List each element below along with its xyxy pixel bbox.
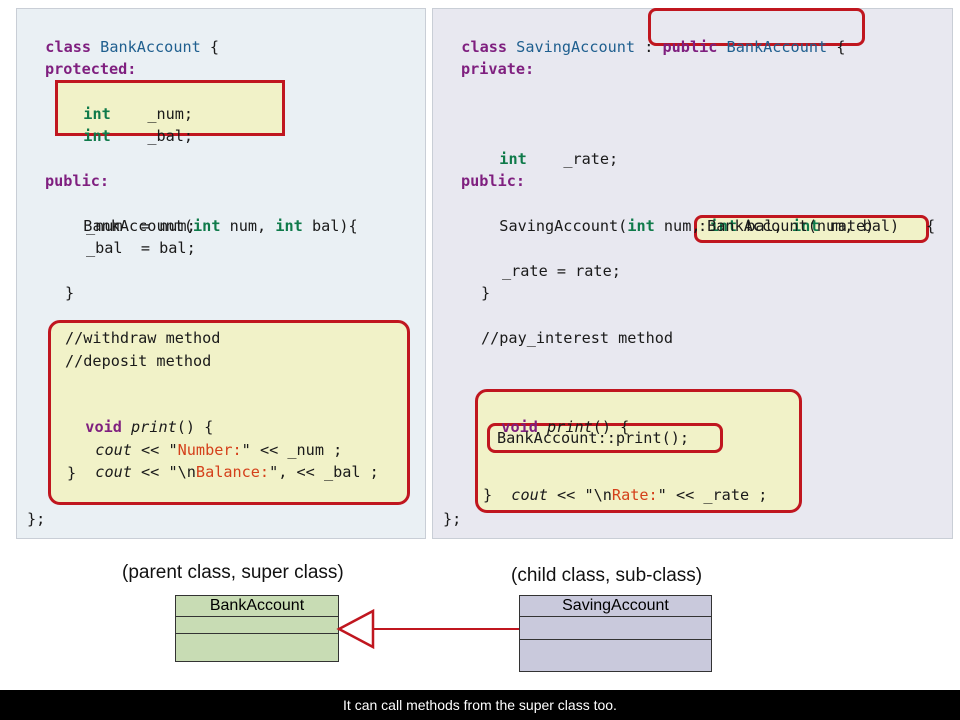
- child-attributes-section: [520, 617, 711, 640]
- field-bal-line: int _bal;: [83, 127, 194, 145]
- withdraw-comment: //withdraw method: [65, 329, 221, 347]
- print-method-highlight: [48, 320, 410, 505]
- initializer-open-brace: {: [926, 217, 936, 235]
- class-declaration-line: class BankAccount {: [45, 38, 220, 56]
- inheritance-arrowhead-icon: [336, 608, 375, 650]
- inheritance-highlight: [648, 8, 865, 46]
- class-end: };: [27, 510, 46, 528]
- assign-bal-line: _bal = bal;: [86, 239, 196, 257]
- constructor-close-brace: }: [65, 284, 75, 302]
- derived-print-close: }: [483, 486, 493, 504]
- child-class-uml-box: SavingAccount: [519, 595, 712, 672]
- base-print-call: BankAccount::print();: [497, 429, 690, 447]
- initializer-list: :BankAccount(num, bal): [698, 217, 900, 235]
- derived-public-label: public:: [461, 172, 526, 190]
- constructor-signature: BankAccount(int num, int bal){: [83, 217, 358, 235]
- child-class-name: SavingAccount: [520, 596, 711, 617]
- private-label: private:: [461, 60, 535, 78]
- parent-attributes-section: [176, 617, 338, 634]
- derived-class-end: };: [443, 510, 462, 528]
- deposit-comment: //deposit method: [65, 352, 212, 370]
- init-list-highlight: [694, 215, 929, 243]
- derived-class-declaration: class SavingAccount : public BankAccount…: [461, 38, 846, 56]
- caption-bar: [0, 690, 960, 720]
- derived-constructor-signature: SavingAccount(int num, int bal, int rate…: [499, 217, 875, 235]
- cout-number-line: cout << "Number:" << _num ;: [95, 441, 343, 459]
- field-rate-line: int _rate;: [499, 150, 619, 168]
- derived-constructor-close: }: [481, 284, 491, 302]
- assign-num-line: _num = num;: [86, 217, 196, 235]
- protected-label: protected:: [45, 60, 137, 78]
- pay-interest-comment: //pay_interest method: [481, 329, 674, 347]
- field-num-line: int _num;: [83, 105, 194, 123]
- derived-print-signature: void print() {: [501, 418, 630, 436]
- print-close-brace: }: [67, 464, 77, 482]
- print-method-signature: void print() {: [85, 418, 214, 436]
- cout-rate-line: cout << "\nRate:" << _rate ;: [511, 486, 768, 504]
- base-call-highlight: [487, 423, 723, 453]
- parent-class-caption: (parent class, super class): [122, 562, 344, 583]
- parent-class-uml-box: BankAccount: [175, 595, 339, 662]
- assign-rate-line: _rate = rate;: [502, 262, 621, 280]
- protected-fields-highlight: [55, 80, 285, 136]
- public-label: public:: [45, 172, 110, 190]
- cout-balance-line: cout << "\nBalance:", << _bal ;: [95, 463, 379, 481]
- child-class-caption: (child class, sub-class): [511, 565, 703, 586]
- slide-caption: It can call methods from the super class…: [343, 697, 617, 713]
- parent-class-name: BankAccount: [176, 596, 338, 617]
